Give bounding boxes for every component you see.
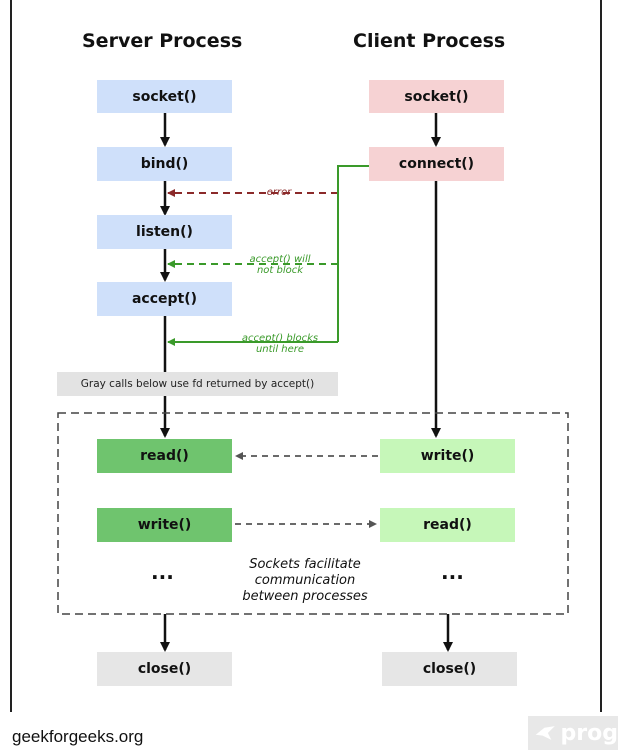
error-label: error: [266, 187, 292, 198]
bird-logo-icon: [535, 726, 555, 740]
client-write-box: write(): [380, 439, 515, 473]
server-process-title: Server Process: [82, 30, 243, 52]
connect-green-bracket: [337, 165, 372, 342]
server-close-box: close(): [97, 652, 232, 686]
sockets-caption-line2: communication: [254, 573, 356, 588]
watermark: prog: [528, 716, 618, 750]
server-bind-box: bind(): [97, 147, 232, 181]
client-read-box: read(): [380, 508, 515, 542]
client-socket-box: socket(): [369, 80, 504, 113]
accept-not-block-label-line2: not block: [256, 265, 304, 276]
accept-blocks-label-line2: until here: [255, 344, 305, 355]
server-write-box: write(): [97, 508, 232, 542]
client-connect-box: connect(): [369, 147, 504, 181]
client-close-box: close(): [382, 652, 517, 686]
sockets-caption: Sockets facilitate communication between…: [215, 557, 395, 605]
accept-not-block-label-line1: accept() will: [249, 254, 311, 265]
socket-region: [57, 412, 569, 615]
watermark-text: prog: [560, 720, 618, 746]
server-ellipsis: ...: [151, 560, 174, 584]
client-ellipsis: ...: [441, 560, 464, 584]
server-socket-box: socket(): [97, 80, 232, 113]
server-read-box: read(): [97, 439, 232, 473]
sockets-caption-line3: between processes: [242, 589, 368, 604]
footer-source: geekforgeeks.org: [12, 727, 144, 746]
server-listen-box: listen(): [97, 215, 232, 249]
sockets-caption-line1: Sockets facilitate: [249, 557, 361, 572]
frame-right-border: [600, 0, 602, 712]
accept-blocks-label-line1: accept() blocks: [241, 333, 319, 344]
frame-left-border: [10, 0, 12, 712]
server-accept-box: accept(): [97, 282, 232, 316]
gray-calls-note: Gray calls below use fd returned by acce…: [57, 372, 338, 396]
client-process-title: Client Process: [353, 30, 506, 52]
